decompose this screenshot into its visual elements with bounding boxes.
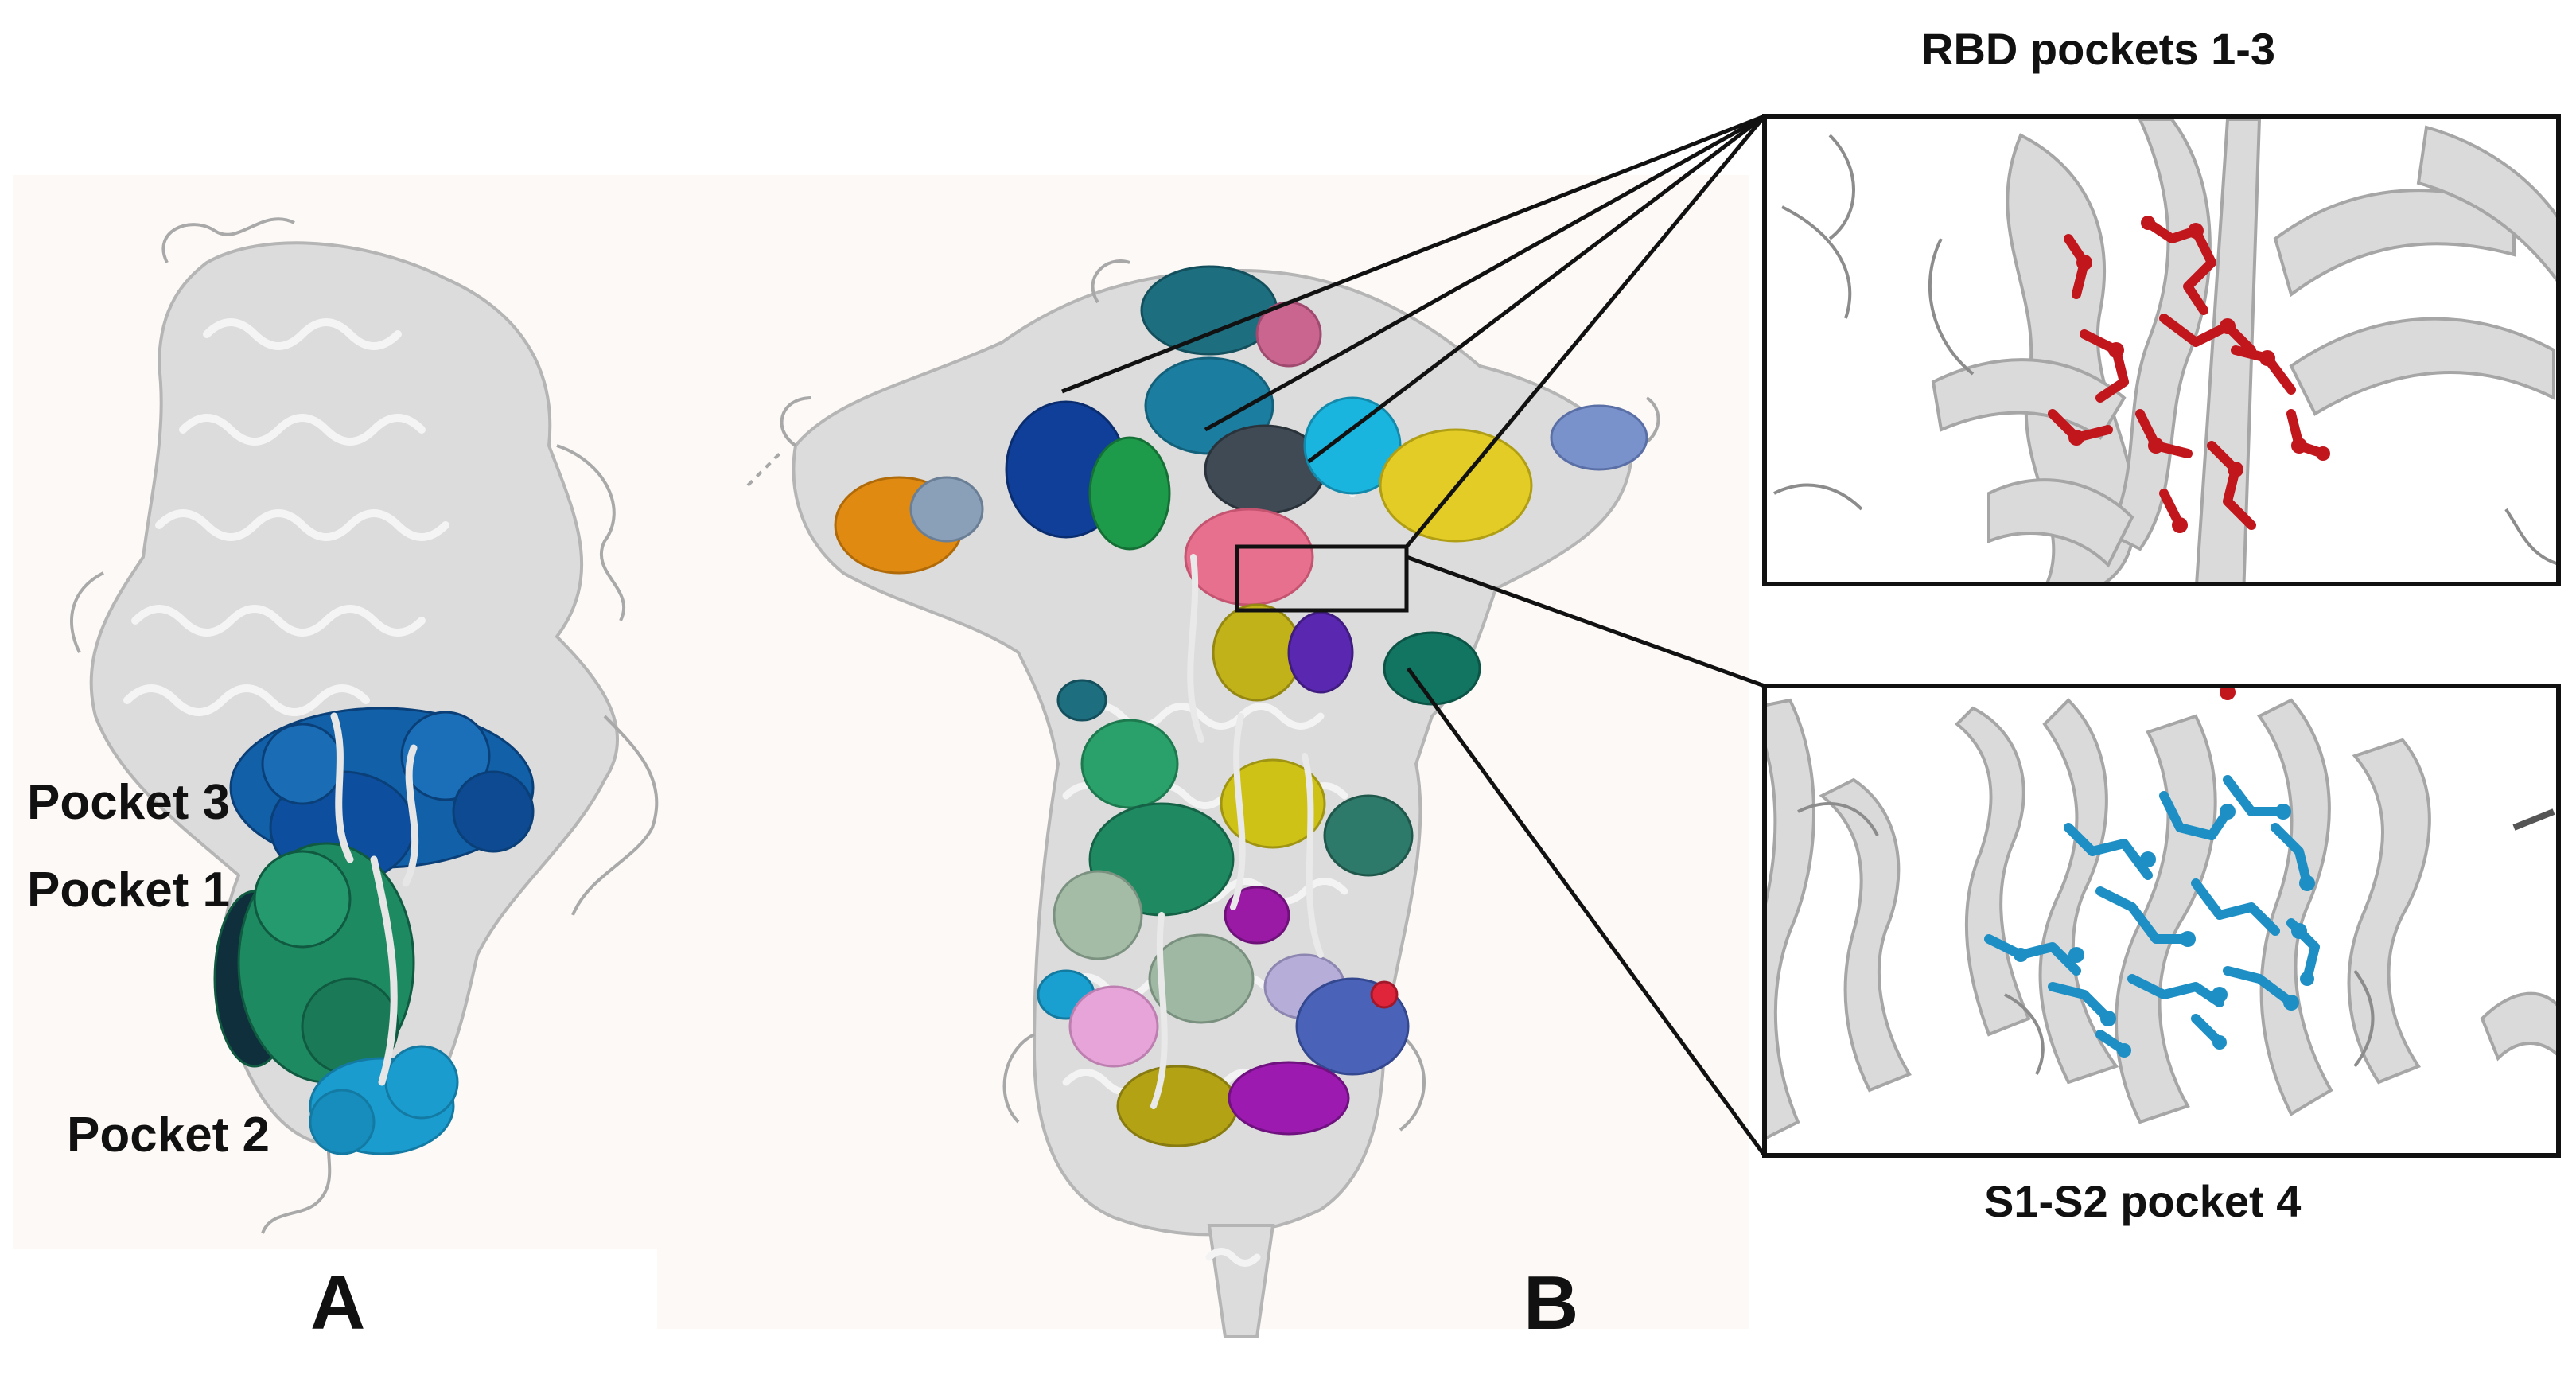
inset-top-frame (1762, 114, 2561, 586)
pocket-teal-small (1056, 679, 1107, 722)
panel-b-letter: B (1523, 1260, 1579, 1346)
panel-b-zoom-box (1235, 544, 1409, 613)
inset-bottom-residue-atoms (2014, 804, 2315, 1058)
connector-top-2 (1204, 114, 1766, 432)
connector-top-3 (1307, 115, 1766, 463)
panel-a-protein (70, 217, 659, 1234)
panel-a-pocket-2-surface (309, 1045, 459, 1155)
zoom-connectors (1061, 114, 1767, 1157)
pocket-cyan-b (1303, 396, 1402, 495)
panel-b-ribbon-overlay (1150, 554, 1324, 1109)
connector-bottom-1 (1406, 555, 1765, 688)
connector-top-4 (1405, 115, 1766, 548)
inset-bottom (1762, 684, 2561, 1158)
pocket-olive-bottom (1116, 1065, 1239, 1147)
panel-a-pocket-3-surface (229, 707, 535, 885)
pocket-green-mid (1080, 719, 1179, 809)
pocket-teal-right-2 (1323, 794, 1414, 877)
pocket-purple-1 (1287, 611, 1354, 694)
panel-a-pocket-1-surface (213, 842, 415, 1084)
pocket-green-b1 (1088, 436, 1171, 551)
pocket-slate (909, 476, 984, 543)
inset-top-loops (1773, 134, 2558, 566)
inset-top-ribbons (1931, 118, 2558, 584)
inset-bottom-frame (1762, 684, 2561, 1158)
panel-a-letter: A (310, 1260, 366, 1346)
inset-bottom-title: S1-S2 pocket 4 (1984, 1176, 2302, 1226)
pocket-pink (1184, 508, 1314, 606)
pocket-periwinkle (1550, 404, 1648, 471)
connector-bottom-2 (1406, 667, 1767, 1157)
pocket-yellow-mid (1220, 758, 1326, 849)
pocket-1-label: Pocket 1 (27, 863, 231, 917)
panel-a-ribbon-overlay (330, 712, 419, 1086)
pocket-3-label: Pocket 3 (27, 775, 231, 830)
pocket-lightpink (1068, 985, 1159, 1068)
pocket-red-small (1370, 980, 1399, 1009)
pocket-sage (1053, 870, 1143, 960)
pocket-magenta (1224, 886, 1290, 945)
pocket-sage-2 (1148, 933, 1255, 1024)
pocket-purple-bottom (1228, 1061, 1350, 1136)
inset-top-title: RBD pockets 1-3 (1921, 24, 2276, 74)
inset-bottom-loops (1797, 802, 2555, 1075)
pocket-teal-right (1383, 631, 1481, 706)
inset-top (1762, 114, 2561, 586)
inset-top-residue-atoms (2068, 216, 2330, 533)
inset-top-residues (2048, 218, 2328, 530)
pocket-2-label: Pocket 2 (67, 1108, 270, 1163)
connector-top-1 (1061, 114, 1765, 394)
